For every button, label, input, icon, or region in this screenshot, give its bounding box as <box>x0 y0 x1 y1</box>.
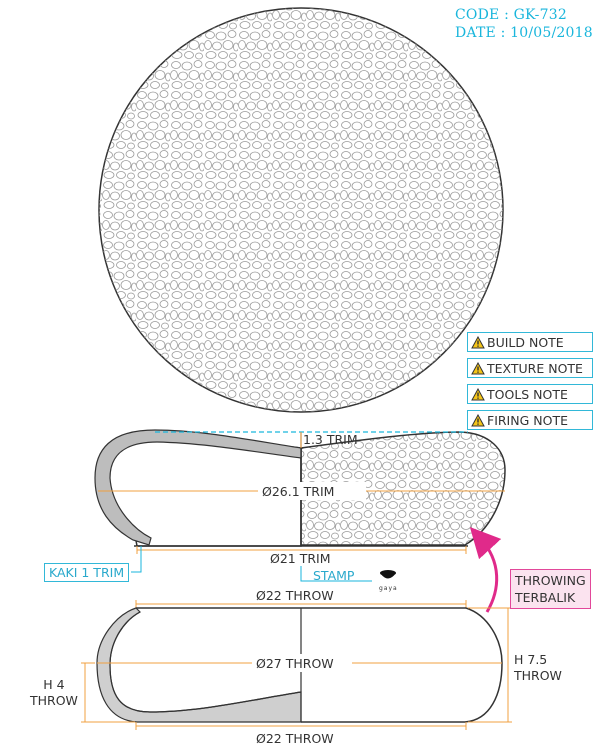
throw-section <box>81 600 512 730</box>
stamp-brand: gaya <box>379 585 398 592</box>
throw-height-right-label: H 7.5 THROW <box>514 652 562 684</box>
texture-note-label: TEXTURE NOTE <box>487 360 583 376</box>
warning-icon <box>471 361 485 374</box>
kaki-leader <box>131 546 142 573</box>
throwing-line-2: TERBALIK <box>515 590 576 605</box>
texture-note-button[interactable]: TEXTURE NOTE <box>467 358 593 378</box>
drawing-code: CODE : GK-732 <box>455 7 567 23</box>
firing-note-button[interactable]: FIRING NOTE <box>467 410 593 430</box>
throw-height-left-label: H 4 THROW <box>30 677 78 709</box>
throwing-terbalik-label: THROWING TERBALIK <box>510 569 591 609</box>
height-left-value: H 4 <box>43 677 65 692</box>
trim-section <box>94 429 506 582</box>
kaki-trim-label: KAKI 1 TRIM <box>44 563 130 582</box>
build-note-label: BUILD NOTE <box>487 334 564 350</box>
throwing-line-1: THROWING <box>515 573 586 588</box>
throw-bottom-label: Ø22 THROW <box>256 731 334 746</box>
trim-base-label: Ø21 TRIM <box>270 551 331 566</box>
tools-note-label: TOOLS NOTE <box>487 386 568 402</box>
height-left-unit: THROW <box>30 693 78 708</box>
stamp-bowl-icon <box>380 570 396 579</box>
stamp-label: STAMP <box>313 568 355 583</box>
stamp-leader <box>300 566 372 582</box>
trim-top-dim: 1.3 TRIM <box>303 432 358 447</box>
top-view <box>98 7 504 413</box>
process-arrow <box>469 526 502 613</box>
trim-diameter-label: Ø26.1 TRIM <box>262 484 334 499</box>
build-note-button[interactable]: BUILD NOTE <box>467 332 593 352</box>
height-right-unit: THROW <box>514 668 562 683</box>
throw-diameter-label: Ø27 THROW <box>256 656 334 671</box>
throw-top-label: Ø22 THROW <box>256 588 334 603</box>
pebble-texture <box>99 8 503 412</box>
trim-wall-section <box>94 429 302 546</box>
trim-textured-half <box>300 431 506 546</box>
firing-note-label: FIRING NOTE <box>487 412 568 428</box>
tools-note-button[interactable]: TOOLS NOTE <box>467 384 593 404</box>
warning-icon <box>471 387 485 400</box>
height-right-value: H 7.5 <box>514 652 548 667</box>
drawing-date: DATE : 10/05/2018 <box>455 25 593 41</box>
warning-icon <box>471 413 485 426</box>
warning-icon <box>471 335 485 348</box>
